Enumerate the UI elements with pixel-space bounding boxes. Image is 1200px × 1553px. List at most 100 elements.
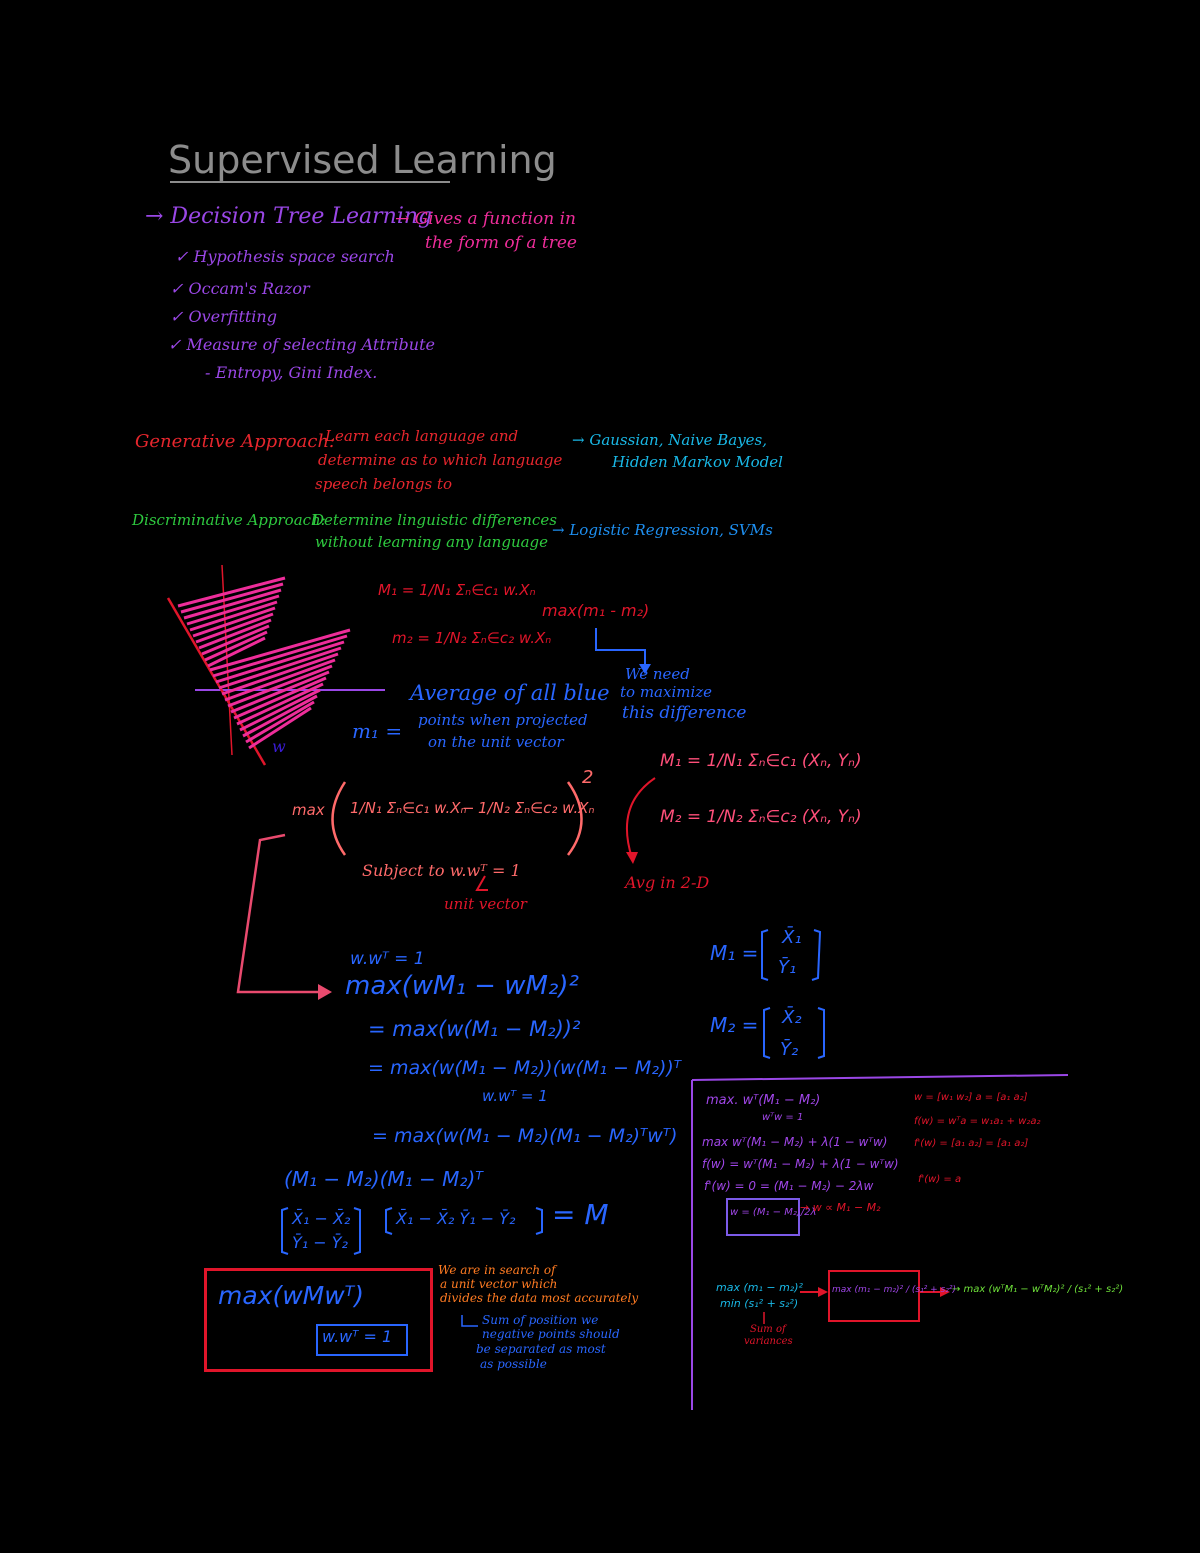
result-max: max(wMwᵀ) [218,1281,365,1310]
sketch-hatch-line [186,594,280,626]
lagrange-line4: f'(w) = 0 = (M₁ − M₂) − 2λw [704,1179,874,1193]
M2-vector-top: X̄₂ [782,1007,802,1028]
M1-vector-label: M₁ = [710,941,759,965]
sketch-hatch-line [195,612,274,644]
sketch-hatch-line [224,658,336,702]
objective-term2: 1/N₂ Σₙ∈c₂ w.Xₙ [478,799,595,817]
sketch-hatch-line [242,694,318,738]
discriminative-text-line2: without learning any language [315,533,549,551]
list-item: ✓ Occam's Razor [170,279,310,298]
lagrange-proportional: → w ∝ M₁ − M₂ [800,1201,881,1214]
sketch-hatch-line [248,706,312,750]
sketch-hatch-line [204,630,268,662]
discriminative-label: Discriminative Approach: [132,511,326,529]
fisher-numerator: max (m₁ − m₂)² [716,1281,803,1294]
fisher-criterion: max (m₁ − m₂)² / (s₁² + s₂²) [832,1285,956,1295]
decision-tree-heading: → Decision Tree Learning [145,204,433,229]
generative-text-line1: Learn each language and [325,427,519,445]
result-sub-line2: negative points should [482,1327,620,1341]
M1-definition-2d: M₁ = 1/N₁ Σₙ∈c₁ (Xₙ, Yₙ) [660,751,862,771]
outer-product: (M₁ − M₂)(M₁ − M₂)ᵀ [284,1167,483,1191]
matrix-row: X̄₁ − X̄₂ Ȳ₁ − Ȳ₂ [396,1209,516,1228]
generative-examples-line2: Hidden Markov Model [612,453,783,471]
m1-definition: M₁ = 1/N₁ Σₙ∈c₁ w.Xₙ [378,581,536,599]
result-sub-line4: as possible [480,1357,547,1371]
m2-definition: m₂ = 1/N₂ Σₙ∈c₂ w.Xₙ [392,629,552,647]
lagrange-line1: max. wᵀ(M₁ − M₂) [706,1093,821,1108]
result-constraint-box [316,1324,408,1356]
sketch-hatch-line [245,700,315,744]
sketch-hatch-line [212,634,348,678]
list-item: ✓ Overfitting [170,307,277,326]
M2-definition-2d: M₂ = 1/N₂ Σₙ∈c₂ (Xₙ, Yₙ) [660,807,862,827]
derivation-line2: = max(w(M₁ − M₂))² [368,1017,581,1041]
derivation-line1: max(wM₁ − wM₂)² [345,971,579,1001]
equals-M: = M [552,1198,609,1231]
fisher-criterion-box [828,1270,920,1322]
lagrange-line2: max wᵀ(M₁ − M₂) + λ(1 − wᵀw) [702,1135,888,1149]
sketch-hatch-line [180,582,284,614]
page-title: Supervised Learning [168,138,557,182]
generative-examples-line1: → Gaussian, Naive Bayes, [572,431,768,449]
M1-vector-top: X̄₁ [782,927,802,948]
lagrange-side2: f(w) = wᵀa = w₁a₁ + w₂a₂ [914,1116,1041,1127]
decision-tree-note-line1: → Gives a function in [395,209,576,229]
matrix-column-top: X̄₁ − X̄₂ [292,1209,351,1228]
sketch-hatch-line [198,618,272,650]
M2-vector-bottom: Ȳ₂ [780,1039,799,1060]
sketch-hatch-line [218,646,342,690]
sketch-hatch-line [221,652,339,696]
sketch-hatch-line [192,606,276,638]
derivation-line3: = max(w(M₁ − M₂))(w(M₁ − M₂))ᵀ [368,1057,682,1079]
objective-power: 2 [582,767,594,788]
result-box [204,1268,433,1372]
result-note-line1: We are in search of [438,1263,556,1277]
derivation-line3-constraint: w.wᵀ = 1 [482,1087,548,1105]
lagrange-side3: f'(w) = [a₁ a₂] = [a₁ a₂] [914,1138,1029,1149]
average-note-line1: Average of all blue [410,681,610,705]
result-constraint: w.wᵀ = 1 [322,1327,393,1346]
result-note-line2: a unit vector which [440,1277,558,1291]
result-sub-line1: Sum of position we [482,1313,599,1327]
sum-of-variances-line2: variances [744,1336,793,1347]
discriminative-text-line1: Determine linguistic differences [312,511,557,529]
max-difference: max(m₁ - m₂) [542,601,650,620]
objective-minus: − [462,799,475,817]
average-note-prefix: m₁ = [352,719,403,743]
sketch-hatch-line [177,576,286,608]
generative-text-line2: determine as to which language [318,451,563,469]
sketch-hatch-line [189,600,278,632]
sketch-hatch-line [183,588,282,620]
sketch-hatch-line [207,636,266,668]
lagrange-side1: w = [w₁ w₂] a = [a₁ a₂] [914,1092,1028,1103]
maximize-note-line2: to maximize [620,683,713,701]
sketch-hatch-line [209,628,351,672]
decision-tree-note-line2: the form of a tree [425,233,577,253]
average-note-line2: points when projected [418,711,588,729]
sum-of-variances-line1: Sum of [750,1324,786,1335]
derivation-constraint: w.wᵀ = 1 [350,949,425,969]
lagrange-line3: f(w) = wᵀ(M₁ − M₂) + λ(1 − wᵀw) [702,1157,899,1171]
derivation-line4: = max(w(M₁ − M₂)(M₁ − M₂)ᵀwᵀ) [372,1125,678,1147]
result-sub-line3: be separated as most [476,1342,606,1356]
objective-term1: 1/N₁ Σₙ∈c₁ w.Xₙ [350,799,467,817]
matrix-column-bottom: Ȳ₁ − Ȳ₂ [292,1233,348,1252]
fisher-projected: → max (wᵀM₁ − wᵀM₂)² / (s₁² + s₂²) [952,1284,1124,1295]
lagrange-solution-box [726,1198,800,1236]
lagrange-side4: f'(w) = a [918,1174,962,1185]
average-note-line3: on the unit vector [428,733,564,751]
generative-text-line3: speech belongs to [315,475,452,493]
lagrange-line1-sub: wᵀw = 1 [762,1112,804,1123]
lagrange-solution: w = (M₁ − M₂)/2λ [730,1207,817,1218]
sketch-hatch-line [230,670,330,714]
projection-plot [166,564,385,766]
objective-unit-vector: unit vector [444,895,527,913]
sketch-hatch-line [215,640,345,684]
sketch-hatch-line [233,676,327,720]
objective-max: max [292,801,325,819]
sketch-hatch-line [236,682,324,726]
discriminative-examples: → Logistic Regression, SVMs [552,521,773,539]
list-subitem: - Entropy, Gini Index. [205,363,378,382]
generative-label: Generative Approach: [135,431,336,452]
